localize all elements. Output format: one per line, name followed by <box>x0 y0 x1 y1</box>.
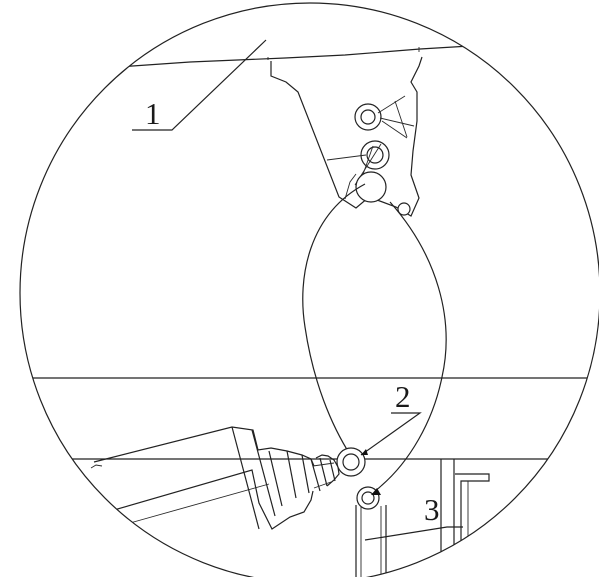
rod-end-shape <box>315 454 340 487</box>
cylinder-neck-4 <box>310 458 321 492</box>
cylinder-inner-line <box>129 483 270 524</box>
post-eye-inner <box>361 491 375 505</box>
cylinder-neck-1 <box>268 450 283 507</box>
clipped-detail-content <box>20 45 599 577</box>
bracket-small-pin <box>397 202 411 216</box>
bracket-inner-edge <box>344 173 357 200</box>
callout-leader-1 <box>132 39 267 131</box>
wire-loop-right <box>380 201 447 487</box>
rod-end-1 <box>319 457 328 487</box>
upper-pin-clip-c <box>381 120 408 139</box>
callout-arrow-3 <box>371 488 381 495</box>
cylinder-lower-outline <box>113 469 314 530</box>
middle-pin-clip-a <box>326 154 367 161</box>
detail-view-circle <box>19 2 599 577</box>
rod-line-b <box>313 481 332 489</box>
eye-attachment-inner <box>342 453 360 471</box>
upper-pin-clip-b <box>379 117 415 127</box>
wire-loop-left <box>302 183 366 457</box>
callout-label-1: 1 <box>145 96 161 131</box>
cylinder-band-right <box>251 429 276 517</box>
cylinder-neck-2 <box>286 450 297 499</box>
callout-label-2: 2 <box>395 379 411 414</box>
callout-leader-3 <box>364 526 463 541</box>
middle-pin-inner <box>366 146 384 164</box>
upper-pin-inner <box>360 109 376 125</box>
callout-arrow-2 <box>361 449 368 455</box>
middle-pin-outer <box>360 140 390 170</box>
cylinder-end-mark <box>90 464 103 469</box>
rod-line-a <box>312 462 335 467</box>
upper-pin-clip-a <box>377 95 406 114</box>
mount-bracket-outline <box>270 56 423 217</box>
callout-leader-2 <box>360 412 422 456</box>
callout-label-3: 3 <box>424 492 440 527</box>
cylinder-neck-3 <box>301 454 310 494</box>
angle-section <box>455 473 490 577</box>
cylinder-band-left <box>231 426 260 530</box>
upper-pin-outer <box>354 103 382 131</box>
lower-pin-outer <box>355 171 387 203</box>
upper-pin-clip-d <box>394 100 408 138</box>
upper-structure-edge <box>117 45 471 68</box>
cylinder-top-outline <box>93 426 315 467</box>
